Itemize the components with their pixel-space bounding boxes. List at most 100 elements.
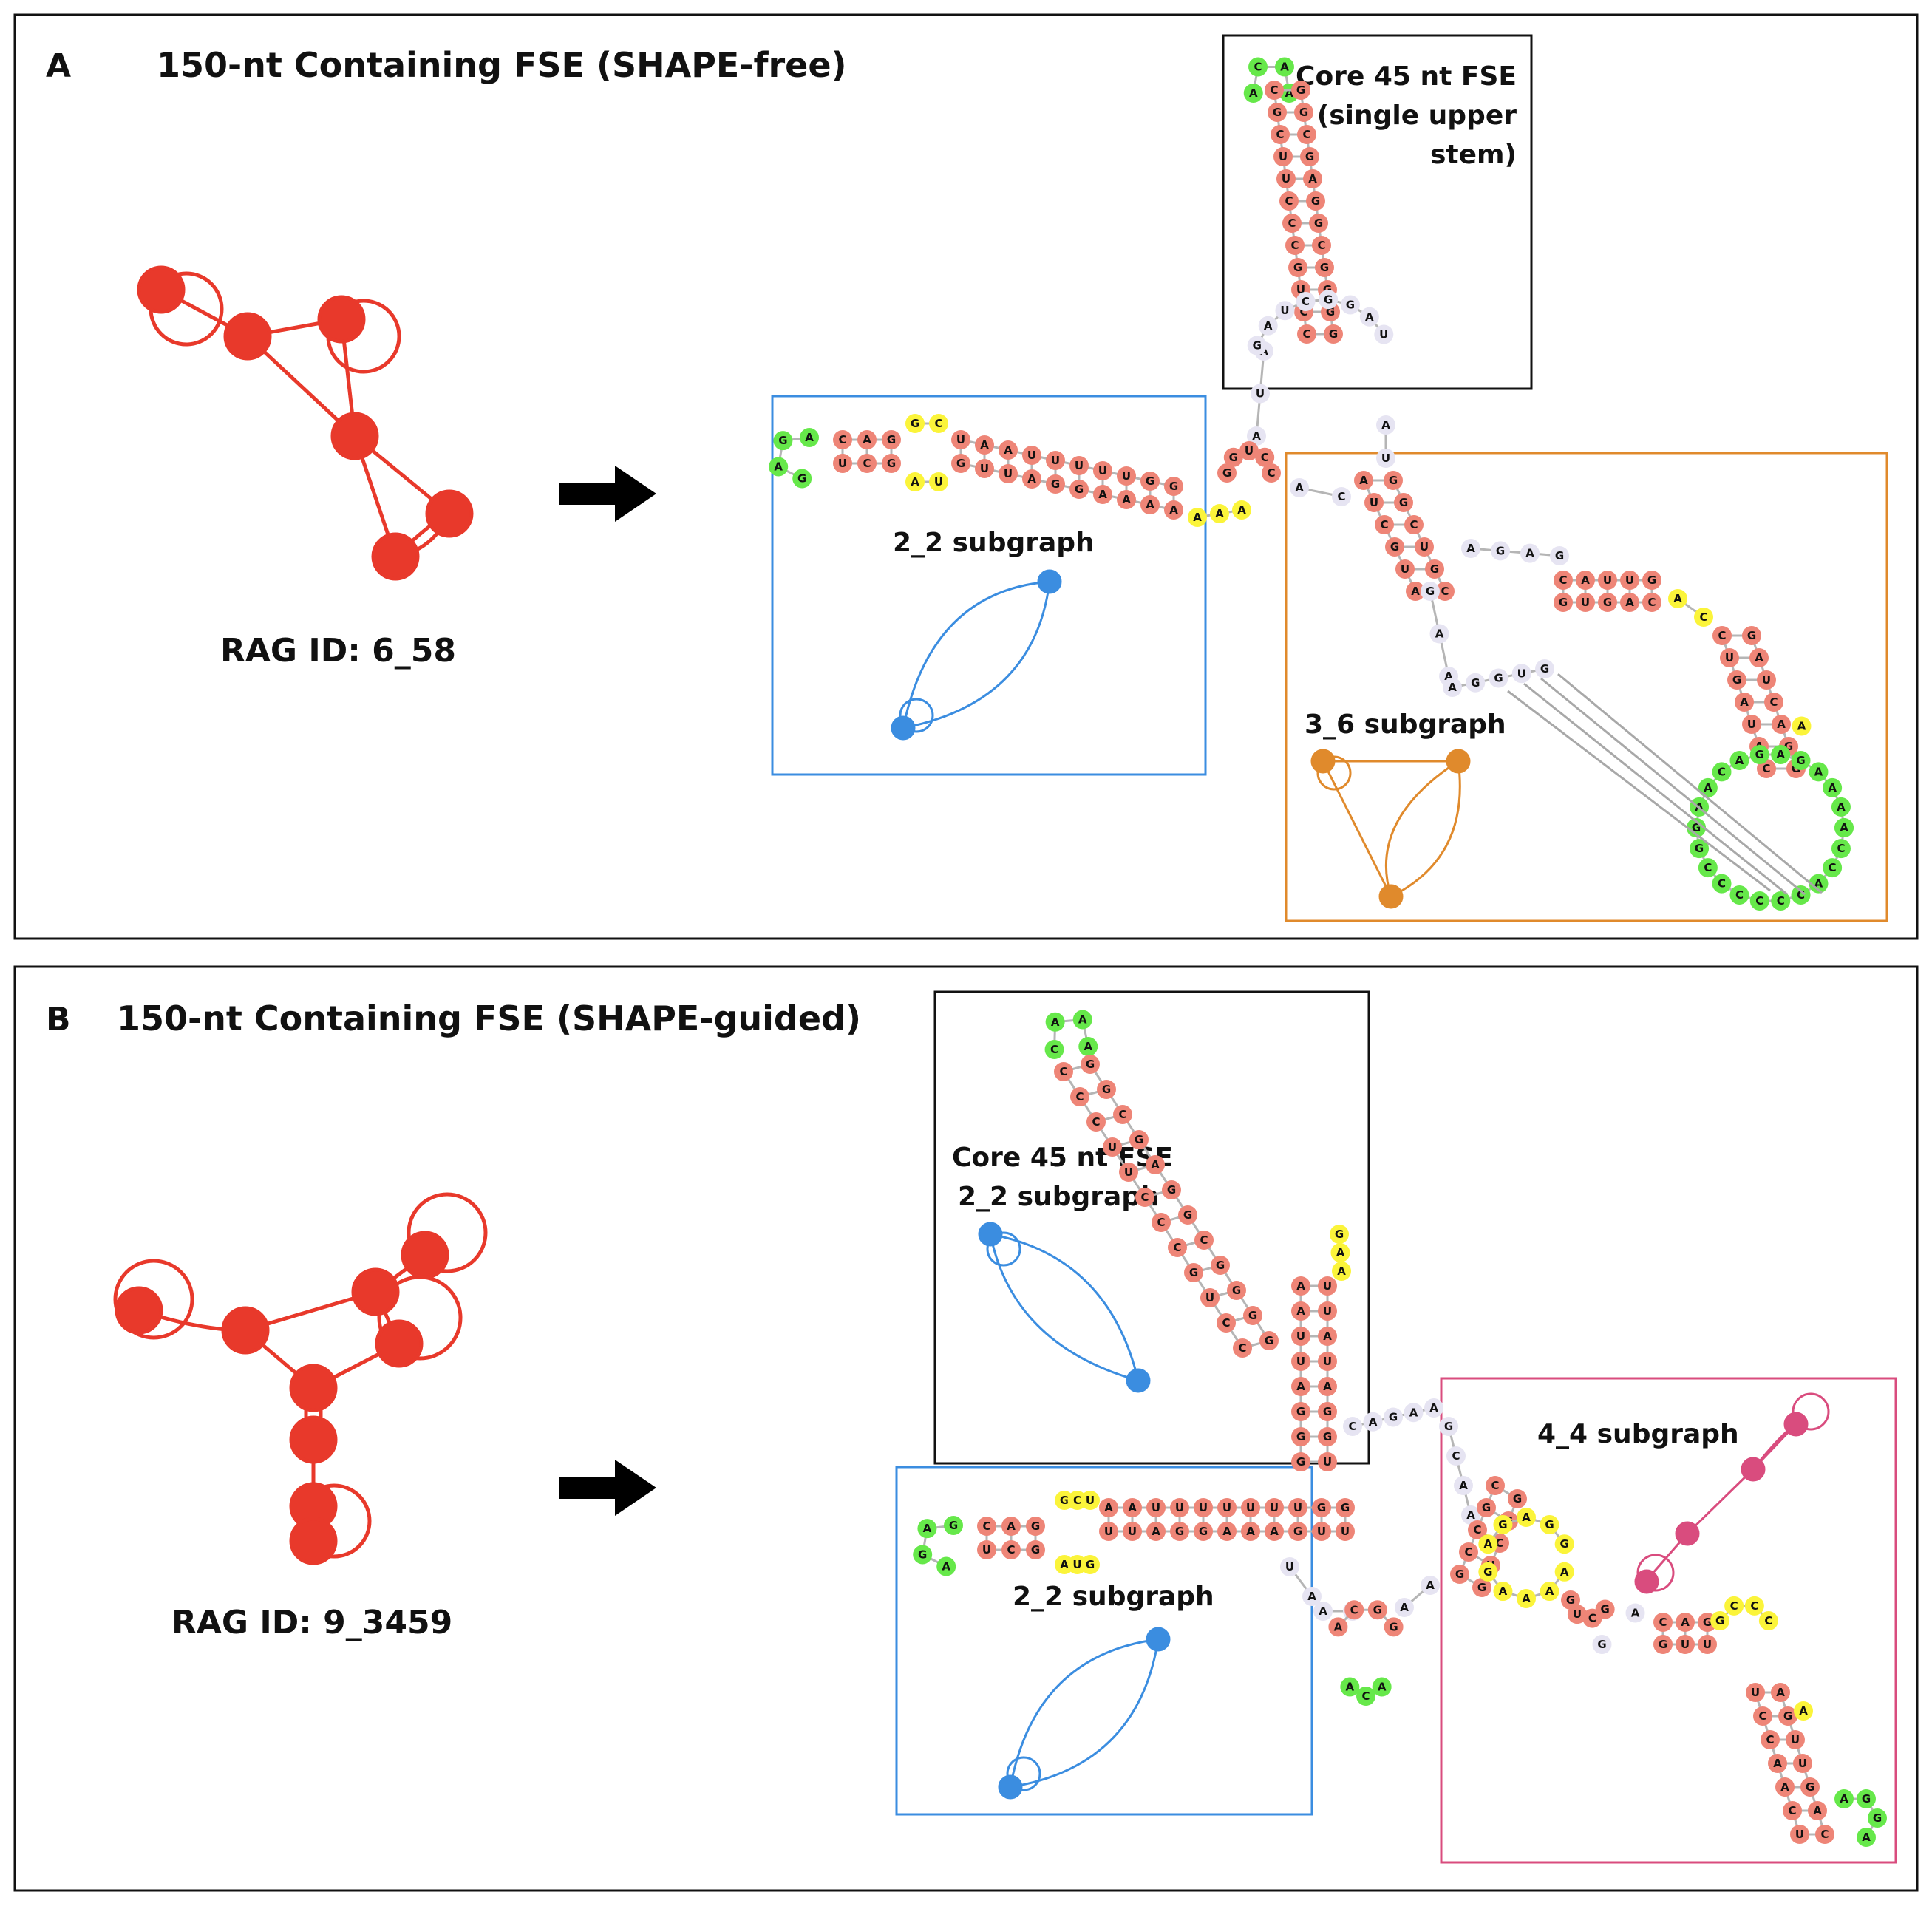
svg-text:G: G: [1293, 1525, 1302, 1538]
svg-text:U: U: [1379, 328, 1388, 341]
nucleotide: A: [1625, 1603, 1645, 1623]
nucleotide: C: [1698, 858, 1718, 878]
svg-text:U: U: [980, 462, 989, 475]
panel-b-title: 150-nt Containing FSE (SHAPE-guided): [117, 998, 861, 1038]
svg-text:G: G: [1482, 1501, 1491, 1514]
nucleotide: C: [929, 414, 948, 433]
svg-text:A: A: [1499, 1585, 1508, 1598]
nucleotide: C: [1135, 1188, 1154, 1207]
svg-text:A: A: [1776, 748, 1785, 761]
nucleotide: G: [1550, 546, 1569, 565]
svg-text:C: C: [1337, 490, 1345, 503]
nucleotide: A: [1290, 478, 1309, 497]
svg-text:U: U: [1370, 496, 1378, 509]
svg-text:A: A: [1237, 503, 1246, 517]
svg-text:C: C: [1200, 1233, 1208, 1247]
nucleotide: G: [1384, 1407, 1403, 1427]
svg-text:G: G: [1390, 540, 1399, 554]
svg-text:U: U: [1285, 1560, 1294, 1573]
nucleotide: A: [1376, 415, 1395, 435]
svg-text:U: U: [1098, 464, 1107, 477]
svg-text:A: A: [1681, 1616, 1690, 1629]
svg-text:G: G: [778, 434, 787, 447]
svg-text:C: C: [1769, 695, 1778, 709]
svg-text:2_2 subgraph: 2_2 subgraph: [958, 1182, 1160, 1212]
nucleotide: A: [1302, 1587, 1322, 1606]
nucleotide: C: [1332, 487, 1351, 506]
nucleotide: U: [1093, 461, 1112, 480]
svg-text:U: U: [1027, 449, 1036, 462]
svg-text:G: G: [1175, 1525, 1184, 1538]
nucleotide: C: [1694, 608, 1713, 627]
nucleotide: A: [1771, 1683, 1790, 1702]
svg-text:U: U: [1175, 1501, 1184, 1514]
svg-text:G: G: [1265, 1334, 1273, 1347]
nucleotide: U: [1273, 147, 1293, 166]
svg-text:G: G: [1389, 1411, 1398, 1424]
nucleotide: A: [1676, 1613, 1695, 1632]
nucleotide: G: [1384, 1617, 1404, 1637]
svg-text:U: U: [1681, 1638, 1690, 1651]
nucleotide: G: [1318, 1402, 1337, 1421]
svg-text:A: A: [863, 433, 871, 446]
svg-text:A: A: [1122, 493, 1131, 506]
nucleotide: U: [1275, 301, 1295, 321]
nucleotide: G: [1081, 1555, 1100, 1574]
svg-text:A: A: [1581, 574, 1590, 587]
svg-text:C: C: [1441, 585, 1449, 598]
svg-text:A: A: [1334, 1620, 1343, 1633]
svg-text:A: A: [1776, 1686, 1785, 1699]
svg-text:G: G: [1566, 1593, 1575, 1607]
nucleotide: G: [792, 469, 812, 489]
svg-text:U: U: [1703, 1638, 1712, 1651]
nucleotide: A: [1406, 582, 1425, 601]
svg-text:A: A: [1004, 443, 1013, 457]
svg-text:A: A: [1295, 481, 1304, 494]
nucleotide: A: [1164, 500, 1183, 520]
svg-text:C: C: [1288, 217, 1296, 230]
svg-text:G: G: [1232, 1284, 1241, 1297]
svg-text:C: C: [1254, 61, 1262, 74]
svg-text:G: G: [1169, 480, 1178, 493]
svg-text:C: C: [1766, 1733, 1774, 1746]
svg-text:U: U: [1603, 574, 1612, 587]
svg-text:G: G: [887, 457, 896, 470]
nucleotide: A: [1735, 693, 1754, 712]
nucleotide: C: [1233, 1338, 1252, 1358]
nucleotide: A: [1117, 490, 1136, 509]
svg-text:C: C: [1409, 518, 1418, 531]
pseudoknot-lines-a: [1507, 673, 1823, 896]
nucleotide: U: [1217, 1498, 1237, 1517]
svg-text:A: A: [1459, 1479, 1468, 1492]
svg-text:A: A: [1409, 1406, 1418, 1419]
nucleotide: A: [1517, 1508, 1536, 1527]
svg-text:G: G: [1199, 1525, 1208, 1538]
nucleotide: A: [769, 457, 789, 477]
svg-text:G: G: [1296, 1455, 1305, 1469]
nucleotide: U: [951, 430, 970, 449]
nucleotide: U: [1318, 1452, 1337, 1471]
nucleotide: U: [1170, 1498, 1189, 1517]
svg-text:G: G: [1399, 496, 1408, 509]
rag-graph-a: [137, 265, 474, 581]
svg-text:A: A: [1862, 1831, 1871, 1844]
nucleotide: C: [1446, 1446, 1466, 1466]
svg-text:A: A: [1755, 651, 1763, 664]
svg-text:C: C: [1050, 1043, 1058, 1056]
nucleotide: U: [1200, 1288, 1220, 1307]
nucleotide: C: [1831, 839, 1851, 859]
nucleotide: A: [1772, 715, 1791, 734]
svg-text:C: C: [1452, 1449, 1460, 1463]
nucleotide: G: [1259, 1331, 1279, 1350]
nucleotide: A: [1291, 1377, 1310, 1396]
svg-text:A: A: [1296, 1279, 1305, 1293]
svg-text:A: A: [1484, 1537, 1493, 1551]
svg-text:A: A: [1051, 1015, 1060, 1029]
subgraph-core-b: [978, 1222, 1151, 1393]
nucleotide: C: [1356, 1687, 1375, 1706]
svg-text:U: U: [982, 1543, 991, 1556]
nucleotide: U: [1598, 571, 1617, 590]
nucleotide: C: [1001, 1540, 1021, 1559]
nucleotide: A: [1146, 1155, 1165, 1174]
nucleotide: U: [1241, 1498, 1260, 1517]
